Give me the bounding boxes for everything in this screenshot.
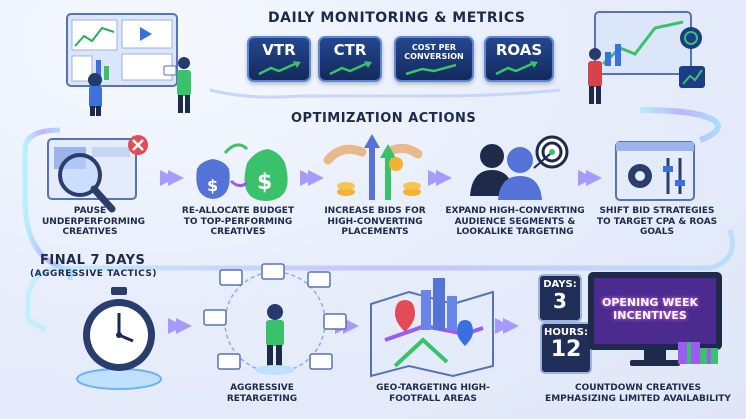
monitoring-title: DAILY MONITORING & METRICS: [268, 10, 526, 26]
screen-opening-week: OPENING WEEK INCENTIVES: [602, 296, 698, 322]
action-shift-bid-strategies: SHIFT BID STRATEGIES TO TARGET CPA & ROA…: [596, 206, 718, 237]
final-subtitle: (AGGRESSIVE TACTICS): [30, 269, 157, 279]
tactic-geo-targeting: GEO-TARGETING HIGH-FOOTFALL AREAS: [376, 383, 490, 404]
svg-text:$: $: [257, 170, 272, 195]
action-pause-creatives: PAUSE UNDERPERFORMING CREATIVES: [42, 206, 146, 237]
metric-roas: ROAS: [484, 36, 554, 82]
metric-cost-per-conversion: COST PER CONVERSION: [394, 36, 474, 82]
geo-map-icon: [370, 278, 494, 378]
team-dashboard-illustration: [66, 13, 191, 116]
metric-vtr: VTR: [247, 36, 311, 82]
bid-increase-icon: [323, 134, 423, 200]
optimization-title: OPTIMIZATION ACTIONS: [291, 111, 477, 126]
tactic-aggressive-retargeting: AGGRESSIVE RETARGETING: [226, 383, 298, 404]
action-reallocate-budget: RE-ALLOCATE BUDGET TO TOP-PERFORMING CRE…: [181, 206, 295, 237]
settings-panel-icon: [615, 141, 695, 201]
stopwatch-icon: [76, 287, 162, 390]
countdown-days: DAYS: 3: [538, 274, 582, 322]
audience-target-icon: [470, 135, 569, 200]
tactic-countdown-creatives: COUNTDOWN CREATIVES EMPHASIZING LIMITED …: [545, 383, 731, 404]
monitor-icon: [588, 272, 722, 366]
analyst-chart-illustration: [588, 11, 705, 104]
metric-ctr: CTR: [318, 36, 382, 82]
magnifier-icon: [47, 135, 148, 213]
action-increase-bids: INCREASE BIDS FOR HIGH-CONVERTING PLACEM…: [324, 206, 426, 237]
retargeting-network-icon: [203, 263, 347, 375]
final-title: FINAL 7 DAYS: [40, 253, 146, 268]
action-expand-audience: EXPAND HIGH-CONVERTING AUDIENCE SEGMENTS…: [445, 206, 585, 237]
money-bags-icon: $ $: [196, 143, 288, 201]
svg-text:$: $: [207, 176, 218, 195]
countdown-hours: HOURS: 12: [540, 322, 592, 374]
